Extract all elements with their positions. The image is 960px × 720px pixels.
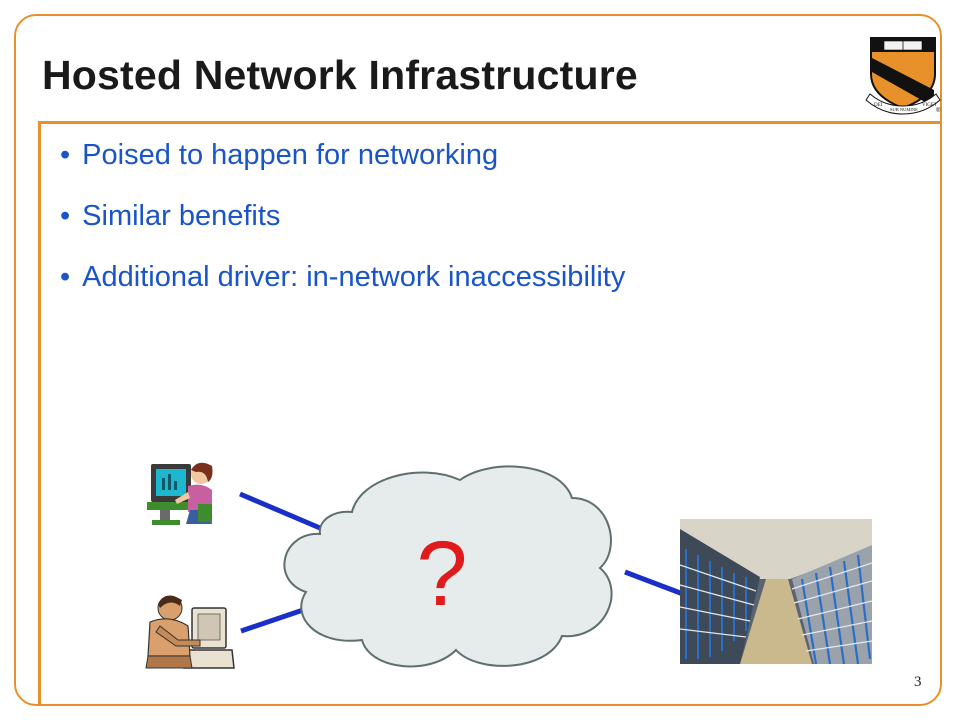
motto-middle: SUB NUMINE xyxy=(890,107,918,112)
datacenter-photo xyxy=(680,519,872,664)
link-cloud-datacenter xyxy=(624,569,684,597)
registered-mark: ® xyxy=(936,107,941,114)
link-user2-cloud xyxy=(240,606,307,634)
left-rule xyxy=(38,121,41,706)
motto-right: VIGET xyxy=(922,103,937,108)
title-divider xyxy=(38,121,942,124)
link-user1-cloud xyxy=(239,491,321,531)
bullet-item: •Additional driver: in-network inaccessi… xyxy=(60,261,626,293)
motto-left: DEI xyxy=(874,103,883,108)
cloud-question-mark: ? xyxy=(416,523,467,625)
bullet-text: Additional driver: in-network inaccessib… xyxy=(82,261,626,293)
bullet-list: •Poised to happen for networking •Simila… xyxy=(60,138,625,321)
slide-number: 3 xyxy=(914,674,922,690)
princeton-shield-icon: DEI SUB NUMINE VIGET ® xyxy=(865,37,941,115)
man-computer-user-icon xyxy=(145,595,235,669)
bullet-item: •Poised to happen for networking xyxy=(60,139,499,171)
woman-computer-user-icon xyxy=(147,462,213,525)
bullet-text: Poised to happen for networking xyxy=(82,139,499,171)
bullet-text: Similar benefits xyxy=(82,200,281,232)
internet-cloud-icon xyxy=(283,465,613,668)
slide-frame xyxy=(14,14,942,706)
bullet-item: •Similar benefits xyxy=(60,200,281,232)
slide-title: Hosted Network Infrastructure xyxy=(42,52,638,98)
